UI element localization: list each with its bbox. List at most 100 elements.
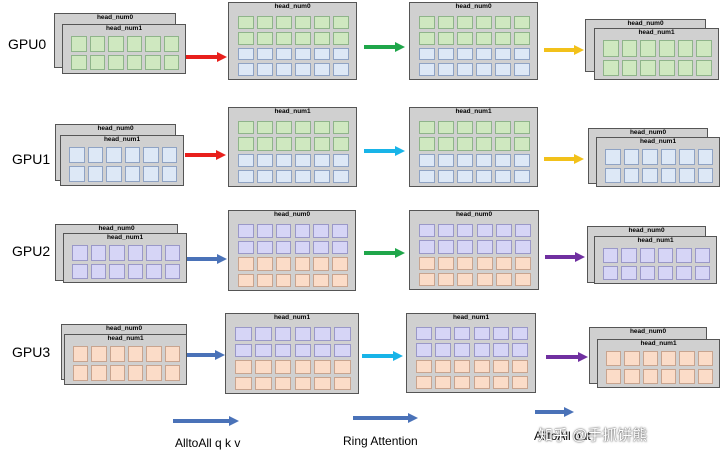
- matrix-cell: [435, 343, 452, 357]
- matrix-cell: [71, 54, 87, 70]
- watermark: 知乎 @手抓饼熊: [538, 427, 648, 444]
- matrix-cell: [492, 359, 509, 373]
- matrix-cell: [238, 63, 254, 76]
- head-title: head_num0: [97, 125, 134, 132]
- legend-alltoall-out: AlltoAll out: [534, 429, 591, 443]
- matrix-cell: [438, 137, 454, 151]
- gpu1-step1: head_num1: [228, 107, 357, 187]
- matrix-cell: [623, 167, 639, 183]
- gpu3-label: GPU3: [12, 344, 51, 360]
- head-title: head_num1: [107, 335, 144, 342]
- matrix-cell: [435, 359, 452, 373]
- matrix-cell: [254, 343, 272, 357]
- matrix-cell: [697, 351, 713, 366]
- matrix-cell: [332, 224, 348, 238]
- matrix-cell: [514, 272, 531, 286]
- matrix-cell: [276, 137, 292, 151]
- gpu3-output-front: head_num1: [597, 339, 720, 388]
- matrix-cell: [146, 365, 162, 381]
- matrix-cell: [419, 31, 435, 45]
- arrow-alltoall-out-gpu0: [544, 45, 584, 55]
- matrix-cell: [511, 359, 528, 373]
- matrix-cell: [332, 257, 348, 271]
- matrix-cell: [163, 54, 179, 70]
- matrix-cell: [295, 121, 311, 135]
- matrix-cell: [438, 31, 454, 45]
- matrix-cell: [416, 343, 433, 357]
- matrix-cell: [295, 63, 311, 76]
- matrix-cell: [295, 47, 311, 61]
- matrix-cell: [334, 327, 351, 341]
- matrix-cell: [603, 248, 619, 263]
- matrix-cell: [334, 360, 351, 374]
- head-title: head_num1: [105, 25, 143, 32]
- matrix-cell: [313, 240, 330, 254]
- matrix-cell: [697, 167, 713, 183]
- matrix-cell: [514, 256, 531, 270]
- matrix-cell: [276, 31, 292, 45]
- matrix-cell: [294, 327, 312, 341]
- matrix-cell: [294, 224, 311, 238]
- matrix-cell: [624, 369, 640, 384]
- matrix-cell: [457, 240, 474, 254]
- matrix-cell: [314, 169, 330, 183]
- head-title: head_num0: [628, 227, 665, 234]
- matrix-cell: [73, 346, 89, 362]
- matrix-cell: [333, 137, 349, 151]
- arrow-ring-gpu2: [364, 248, 405, 258]
- head-title: head_num1: [640, 340, 677, 347]
- head-title: head_num1: [103, 136, 141, 143]
- matrix-cell: [639, 248, 655, 263]
- matrix-cell: [161, 147, 177, 163]
- matrix-cell: [677, 40, 694, 57]
- matrix-cell: [334, 376, 351, 390]
- matrix-cell: [145, 54, 161, 70]
- matrix-cell: [128, 346, 144, 362]
- matrix-cell: [145, 36, 161, 52]
- matrix-cell: [91, 346, 107, 362]
- matrix-cell: [495, 31, 511, 45]
- matrix-cell: [257, 63, 273, 76]
- matrix-cell: [621, 248, 637, 263]
- matrix-cell: [457, 256, 474, 270]
- matrix-cell: [333, 63, 349, 76]
- matrix-cell: [295, 16, 311, 29]
- matrix-cell: [294, 240, 311, 254]
- matrix-cell: [143, 166, 159, 182]
- matrix-cell: [416, 327, 433, 341]
- gpu0-input-front: head_num1: [62, 24, 186, 74]
- gpu3-step2: head_num1: [406, 313, 536, 393]
- matrix-cell: [146, 346, 162, 362]
- matrix-cell: [603, 265, 619, 280]
- matrix-cell: [697, 149, 713, 165]
- matrix-cell: [275, 273, 292, 287]
- arrow-alltoall-qkv-gpu2: [187, 254, 227, 264]
- matrix-cell: [238, 257, 254, 271]
- gpu0-step2: head_num0: [409, 2, 538, 80]
- matrix-cell: [332, 240, 348, 254]
- arrow-alltoall-out-gpu1: [544, 154, 584, 164]
- matrix-cell: [514, 224, 531, 238]
- matrix-cell: [419, 47, 435, 61]
- matrix-cell: [438, 240, 455, 254]
- matrix-cell: [238, 224, 254, 238]
- head-title: head_num1: [452, 314, 490, 321]
- matrix-cell: [274, 376, 292, 390]
- matrix-cell: [438, 256, 455, 270]
- matrix-cell: [514, 16, 530, 29]
- matrix-cell: [473, 327, 490, 341]
- matrix-cell: [457, 153, 473, 167]
- matrix-cell: [603, 40, 619, 57]
- matrix-cell: [419, 169, 435, 183]
- matrix-cell: [454, 343, 471, 357]
- head-title: head_num1: [639, 138, 677, 145]
- matrix-cell: [457, 169, 473, 183]
- matrix-cell: [276, 169, 292, 183]
- matrix-cell: [294, 376, 312, 390]
- matrix-cell: [454, 327, 471, 341]
- matrix-cell: [642, 369, 658, 384]
- matrix-cell: [254, 360, 272, 374]
- matrix-cell: [108, 54, 124, 70]
- matrix-cell: [621, 59, 638, 76]
